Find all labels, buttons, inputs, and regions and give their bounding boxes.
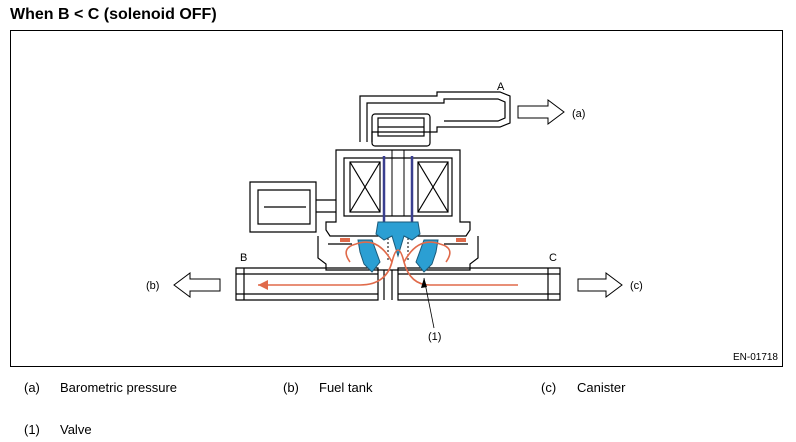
- legend-label: Barometric pressure: [60, 380, 178, 395]
- legend-label: Valve: [60, 422, 92, 437]
- electrical-connector: [249, 181, 317, 233]
- page-title: When B < C (solenoid OFF): [10, 6, 217, 23]
- valve-element: [357, 221, 439, 273]
- legend-item-barometric: (a) Barometric pressure: [24, 380, 264, 398]
- coil-left: [349, 161, 381, 213]
- figure-id: EN-01718: [732, 352, 778, 363]
- legend-label: Canister: [577, 380, 626, 395]
- legend-item-valve: (1) Valve: [24, 422, 224, 440]
- arrow-b: [173, 272, 221, 298]
- port-a-label: A: [497, 81, 505, 93]
- legend-key: (1): [24, 422, 40, 437]
- legend-label: Fuel tank: [319, 380, 373, 395]
- legend-key: (b): [283, 380, 299, 395]
- port-b-label: B: [240, 252, 247, 264]
- seal-left: [340, 238, 350, 242]
- arrow-c: [577, 272, 623, 298]
- seal-right: [456, 238, 466, 242]
- flow-c-label: (c): [630, 280, 643, 292]
- coil-cap: [371, 113, 431, 147]
- port-c-tube: [397, 267, 561, 301]
- port-c-label: C: [549, 252, 557, 264]
- port-b-tube: [235, 267, 379, 301]
- legend-key: (a): [24, 380, 40, 395]
- port-a-tube: [359, 91, 511, 142]
- flow-b-label: (b): [146, 280, 159, 292]
- valve-callout-label: (1): [428, 331, 441, 343]
- legend-key: (c): [541, 380, 557, 395]
- solenoid-housing: [325, 149, 471, 237]
- legend-item-fuel-tank: (b) Fuel tank: [283, 380, 483, 398]
- diagram-frame: [10, 30, 783, 367]
- coil-right: [417, 161, 449, 213]
- flow-a-label: (a): [572, 108, 585, 120]
- arrow-a: [517, 99, 565, 125]
- flow-arrowhead-b: [258, 280, 268, 290]
- legend-item-canister: (c) Canister: [541, 380, 741, 398]
- flow-line-c-to-b: [258, 249, 518, 286]
